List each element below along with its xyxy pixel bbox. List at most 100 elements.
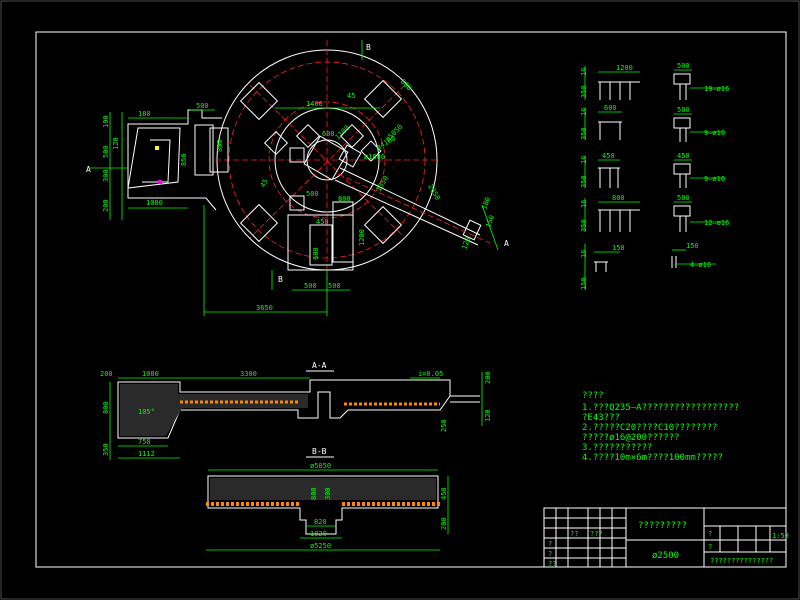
plan-dim-1080: 1080 — [146, 199, 163, 207]
rebar-4-dim-a: 16 — [580, 200, 588, 208]
plan-dim-190: 190 — [102, 115, 110, 128]
rebar-1-dim-a: 16 — [580, 68, 588, 76]
section-aa-title: A-A — [312, 361, 327, 370]
plan-dim-500-r: 500 — [306, 190, 319, 198]
west-extension — [127, 109, 222, 211]
titleblock-small-7: ? — [708, 543, 712, 551]
west-chamber — [127, 127, 181, 189]
pad-inner-1 — [263, 130, 289, 156]
pad-inner-2 — [295, 123, 321, 149]
plan-dim-500-l: 500 — [102, 145, 110, 158]
pad-inner-4 — [289, 147, 305, 163]
notes-line-4: ?????ø16@200?????? — [582, 433, 680, 443]
pad-inner-5 — [338, 144, 362, 168]
bb-phi5250: ø5250 — [310, 542, 331, 550]
plan-dim-300: 300 — [102, 169, 110, 182]
aa-dim-200: 200 — [100, 370, 113, 378]
bb-dim-200: 200 — [440, 517, 448, 530]
plan-dim-3650: 3650 — [256, 304, 273, 312]
titleblock-drawing-no: ø2500 — [652, 551, 679, 561]
plan-dim-500-top: 500 — [196, 102, 209, 110]
bb-phi5050: ø5050 — [310, 462, 331, 470]
bb-dim-1020: 1020 — [310, 530, 327, 538]
rebar-1-dim-len: 1200 — [616, 64, 633, 72]
aa-dim-1080: 1080 — [142, 370, 159, 378]
plan-dim-1350: 1350 — [375, 174, 390, 193]
pipe-edge-2 — [334, 179, 479, 246]
west-chamber-inner — [142, 139, 171, 183]
section-b-top-label: B — [366, 43, 371, 52]
rebar-detail-2: 600 16 350 500 9—ø16 — [580, 104, 726, 142]
centerline-diagonal2 — [249, 84, 406, 239]
plan-dim-850: 850 — [180, 153, 188, 166]
plan-dim-800-b: 800 — [338, 195, 351, 203]
section-bb-outline — [207, 475, 439, 535]
plan-dim-800-l: 800 — [216, 139, 224, 152]
aa-dim-250: 250 — [440, 419, 448, 432]
rebar-5-dim-a: 16 — [580, 250, 588, 258]
section-b-bottom-label: B — [278, 275, 283, 284]
west-marker2 — [155, 146, 159, 150]
notes-line-1: 1.???Q235—A?????????????????? — [582, 403, 739, 413]
pad-sw — [239, 203, 279, 243]
rebar-4-dim-len: 800 — [612, 194, 625, 202]
pad-se — [363, 205, 403, 245]
rebar-detail-1: 1200 16 350 500 19—ø16 — [580, 62, 729, 100]
rebar-4-side: 500 — [677, 194, 690, 202]
notes-block: ???? 1.???Q235—A?????????????????? ?E43?… — [582, 391, 739, 463]
west-pit — [194, 124, 214, 176]
rebar-4-spec: 12—ø16 — [704, 219, 729, 227]
rebar-3-spec: 9—ø16 — [704, 175, 725, 183]
aa-dim-120r: 120 — [484, 409, 492, 422]
plan-dim-150r: 150 — [484, 214, 496, 229]
rebar-details: 1200 16 350 500 19—ø16 600 16 350 500 9—… — [580, 62, 729, 290]
bb-dim-450: 450 — [440, 487, 448, 500]
plan-dim-1400: 1400 — [306, 100, 323, 108]
center-block — [303, 135, 349, 181]
pad-ne — [363, 79, 403, 119]
section-aa-fill — [120, 384, 308, 436]
rebar-5-spec: 4—ø16 — [690, 261, 711, 269]
bb-dim-800: 800 — [310, 487, 318, 500]
rebar-2-spec: 9—ø16 — [704, 129, 725, 137]
rebar-3-dim-len: 450 — [602, 152, 615, 160]
rebar-2-dim-a: 16 — [580, 108, 588, 116]
notes-line-6: 4.????10m×6m????100mm????? — [582, 453, 723, 463]
rebar-detail-4: 800 16 350 500 12—ø16 — [580, 194, 729, 232]
rebar-3-dim-h: 350 — [580, 175, 588, 188]
aa-dim-3300: 3300 — [240, 370, 257, 378]
rebar-5-side: 150 — [686, 242, 699, 250]
section-bb-title: B-B — [312, 447, 327, 456]
rebar-1-side: 500 — [677, 62, 690, 70]
pad-inner-6 — [289, 195, 305, 211]
plan-dim-1200: 1200 — [358, 229, 366, 246]
aa-dim-1112: 1112 — [138, 450, 155, 458]
plan-dim-800a: 800 — [399, 78, 414, 93]
section-a-right-label: A — [504, 239, 509, 248]
plan-dim-500-b2: 500 — [328, 282, 341, 290]
rebar-2-dim-len: 600 — [604, 104, 617, 112]
titleblock-small-4: ?? — [548, 560, 556, 568]
south-pit-box — [332, 201, 354, 263]
notes-line-2: ?E43??? — [582, 413, 620, 423]
south-pit-inner — [309, 224, 333, 266]
titleblock-company: ??????????????? — [710, 557, 773, 565]
notes-heading: ???? — [582, 391, 604, 401]
aa-dim-800: 800 — [102, 401, 110, 414]
rebar-3-dim-a: 16 — [580, 156, 588, 164]
plan-dim-1100: 1100 — [334, 124, 352, 142]
plan-dim-120r: 120 — [460, 236, 472, 251]
aa-dim-200r: 200 — [484, 371, 492, 384]
plan-dim-45b: 45 — [259, 178, 270, 189]
plan-dim-2350: 2350 — [426, 183, 441, 202]
rebar-5-dim-h: 150 — [580, 277, 588, 290]
rebar-2-side: 500 — [677, 106, 690, 114]
titleblock-small-3: ?? — [570, 530, 578, 538]
plan-dim-600: 600 — [322, 130, 335, 138]
section-bb: B-B ø5050 450 200 800 300 820 1020 ø5250 — [206, 447, 449, 551]
section-aa-outline — [117, 379, 451, 439]
aa-slope: i=0.05 — [418, 370, 443, 378]
plan-dim-45: 45 — [347, 92, 355, 100]
